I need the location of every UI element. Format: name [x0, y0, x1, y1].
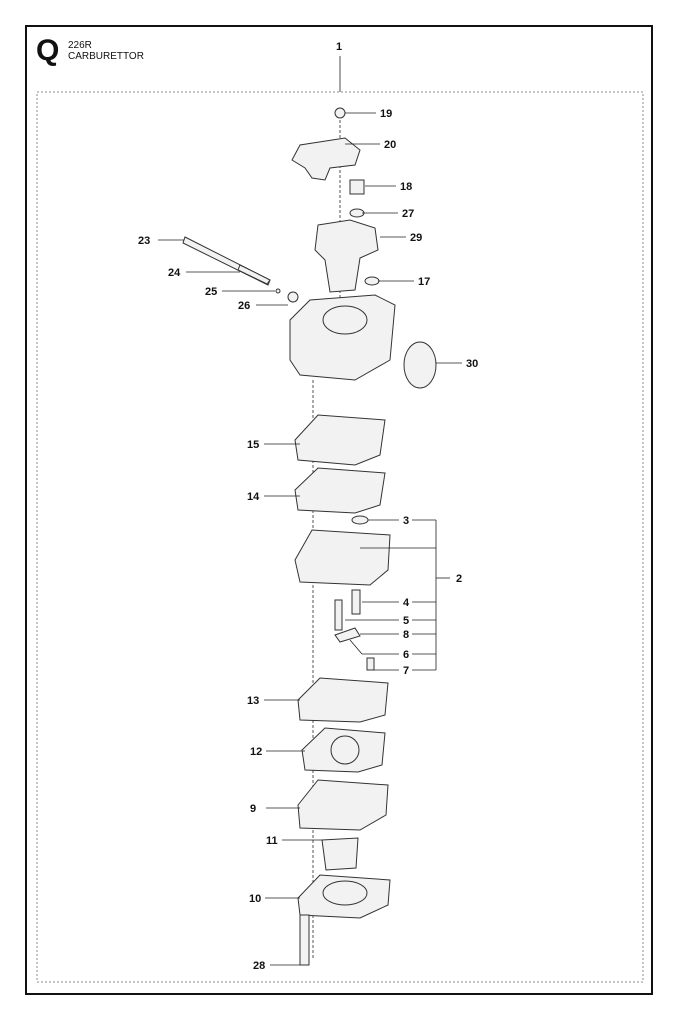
- callout-17: 17: [418, 276, 430, 288]
- callout-12: 12: [250, 746, 262, 758]
- nut-17: [364, 276, 380, 286]
- callout-labels: 1192018272917302324252615143245867131291…: [138, 41, 478, 972]
- gasket-30: [403, 341, 437, 389]
- callout-2: 2: [456, 573, 462, 585]
- callout-4: 4: [403, 597, 410, 609]
- callout-11: 11: [266, 835, 278, 847]
- screw-18: [349, 179, 365, 195]
- model-number: 226R: [68, 40, 92, 51]
- lever-8: [334, 627, 361, 643]
- callout-30: 30: [466, 358, 478, 370]
- callout-24: 24: [168, 267, 181, 279]
- callout-23: 23: [138, 235, 150, 247]
- diaphragm-center: [330, 735, 360, 765]
- callout-29: 29: [410, 232, 422, 244]
- callout-13: 13: [247, 695, 259, 707]
- bracket-2: [360, 520, 450, 670]
- lever-20: [291, 137, 361, 181]
- callout-3: 3: [403, 515, 409, 527]
- callout-18: 18: [400, 181, 412, 193]
- throttle-body-29: [314, 219, 379, 293]
- ball-25: [275, 288, 281, 294]
- plate-opening: [322, 880, 368, 906]
- callout-7: 7: [403, 665, 409, 677]
- pump-body-2: [294, 529, 391, 586]
- gasket-14: [294, 467, 386, 514]
- callout-5: 5: [403, 615, 409, 627]
- screw-7: [366, 657, 375, 671]
- screw-28: [299, 914, 310, 966]
- gasket-13: [297, 677, 389, 723]
- page-frame: [25, 25, 653, 995]
- callout-6: 6: [403, 649, 409, 661]
- callout-28: 28: [253, 960, 265, 972]
- gasket-15: [294, 414, 386, 466]
- callout-19: 19: [380, 108, 392, 120]
- needle-4: [351, 589, 361, 615]
- pin-6: [349, 639, 363, 655]
- callout-1: 1: [336, 41, 342, 53]
- washer-27: [349, 208, 365, 218]
- callout-8: 8: [403, 629, 409, 641]
- callout-10: 10: [249, 893, 261, 905]
- diagram-title: CARBURETTOR: [68, 51, 144, 62]
- section-letter: Q: [36, 34, 60, 67]
- callout-26: 26: [238, 300, 250, 312]
- callout-14: 14: [247, 491, 260, 503]
- carburettor-body: [289, 294, 396, 381]
- callout-9: 9: [250, 803, 256, 815]
- screw-19: [334, 107, 346, 119]
- spring-24: [237, 264, 271, 285]
- cover-9: [297, 779, 389, 831]
- spring-5: [334, 599, 343, 631]
- cup-11: [321, 837, 359, 871]
- filter-3: [351, 515, 369, 525]
- body-bore: [322, 305, 368, 335]
- callout-25: 25: [205, 286, 217, 298]
- part-shapes: [182, 107, 437, 966]
- callout-20: 20: [384, 139, 396, 151]
- callout-15: 15: [247, 439, 259, 451]
- callout-27: 27: [402, 208, 414, 220]
- oring-26: [287, 291, 299, 303]
